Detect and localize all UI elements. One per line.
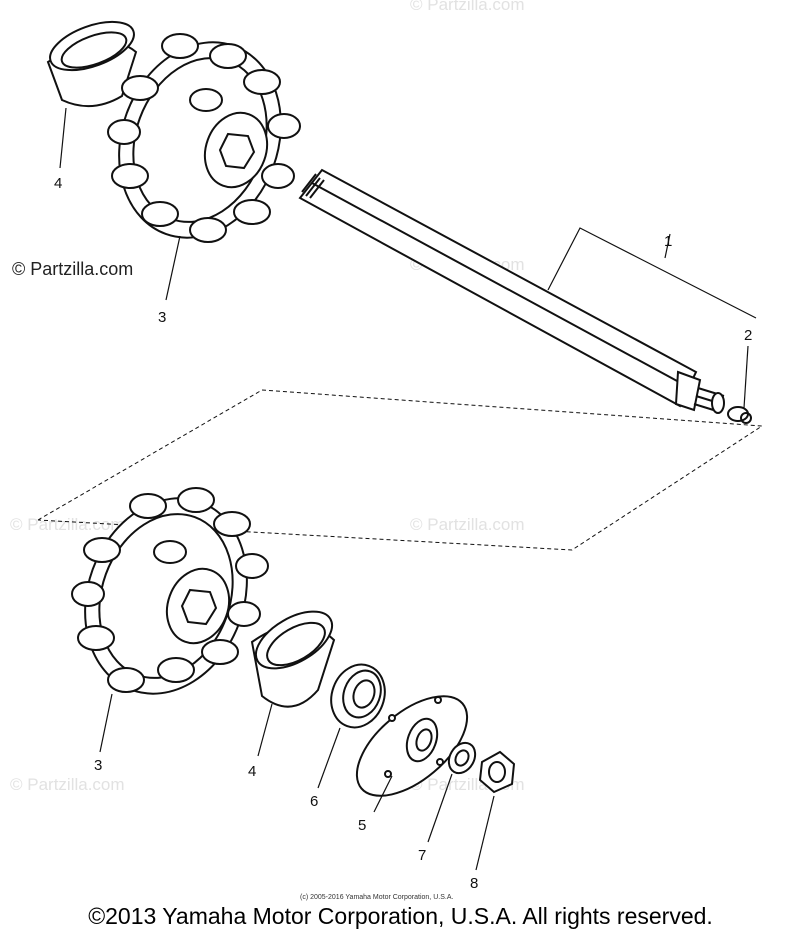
nut bbox=[478, 750, 516, 794]
callout-bracket-1 bbox=[547, 227, 757, 319]
watermark-mid-left: © Partzilla.com bbox=[10, 515, 125, 534]
collar bbox=[727, 406, 752, 424]
shaft bbox=[298, 168, 725, 414]
callout-4-top: 4 bbox=[54, 175, 62, 192]
callout-3-bottom: 3 bbox=[94, 757, 102, 774]
sprocket-top bbox=[107, 33, 301, 243]
callout-5: 5 bbox=[358, 817, 366, 834]
callout-7: 7 bbox=[418, 847, 426, 864]
callout-2: 2 bbox=[744, 327, 752, 344]
sprocket-bottom bbox=[71, 487, 269, 695]
flange bbox=[355, 695, 469, 797]
callout-4-bottom: 4 bbox=[248, 763, 256, 780]
footer-copyright: ©2013 Yamaha Motor Corporation, U.S.A. A… bbox=[88, 903, 713, 929]
callout-6: 6 bbox=[310, 793, 318, 810]
leader-lines bbox=[59, 107, 749, 871]
watermark-top-right: © Partzilla.com bbox=[410, 0, 525, 14]
callout-8: 8 bbox=[470, 875, 478, 892]
dashed-alignment bbox=[37, 389, 764, 551]
washer bbox=[447, 741, 477, 775]
bearing bbox=[330, 663, 386, 729]
watermark-dark: © Partzilla.com bbox=[12, 259, 133, 279]
bushing-bottom bbox=[250, 610, 336, 708]
callout-1: 1 bbox=[664, 233, 672, 250]
bushing-top bbox=[46, 20, 138, 108]
small-copyright: (c) 2005-2016 Yamaha Motor Corporation, … bbox=[300, 894, 453, 901]
watermark-mid-right-2: © Partzilla.com bbox=[410, 515, 525, 534]
callout-3-top: 3 bbox=[158, 309, 166, 326]
watermark-bottom-left: © Partzilla.com bbox=[10, 775, 125, 794]
